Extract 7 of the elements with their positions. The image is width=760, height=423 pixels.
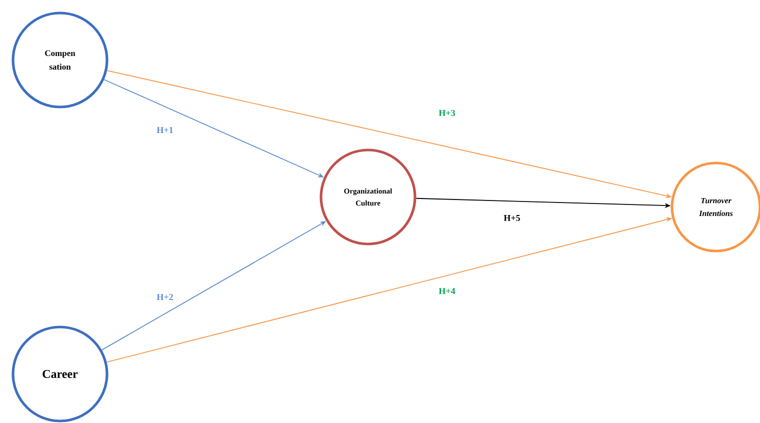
circle-node: Career	[12, 326, 108, 422]
edge-label: H+1	[156, 126, 174, 134]
circle-node: Compen sation	[12, 12, 108, 108]
edge-label: H+4	[438, 287, 456, 295]
edge-label: H+5	[502, 214, 522, 222]
edge-label: H+3	[438, 108, 456, 118]
edge-label: H+2	[156, 293, 174, 301]
